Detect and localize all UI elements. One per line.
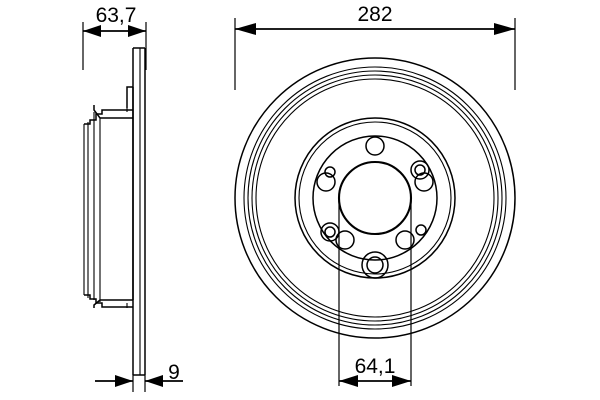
arrowhead-637-right — [128, 25, 146, 37]
dimension-overall-width: 63,7 — [83, 4, 146, 37]
disc-outer-edge — [234, 57, 516, 339]
threaded-hole-1 — [324, 166, 336, 178]
arrowhead-9-right — [145, 375, 163, 387]
disc-ring-4 — [255, 78, 495, 318]
cross-section-view — [82, 22, 147, 392]
hub-outer-circle — [294, 117, 456, 279]
hub-lower-shoulder — [93, 299, 133, 308]
arrowhead-641-left — [339, 375, 358, 387]
center-bore — [337, 160, 413, 236]
counterbore-2-inner — [324, 226, 336, 238]
dimension-plate-thickness: 9 — [95, 361, 183, 387]
dimension-label-center-bore: 64,1 — [355, 355, 396, 378]
arrowhead-637-left — [83, 25, 101, 37]
hub-stepped-face-top — [84, 109, 133, 125]
face-view — [234, 18, 516, 386]
lug-hole-1 — [365, 136, 385, 156]
arrowhead-282-right — [494, 23, 515, 35]
arrowhead-641-right — [392, 375, 411, 387]
counterbored-hole-3 — [361, 251, 389, 279]
counterbore-3-inner — [366, 256, 384, 274]
hat-top-step — [126, 86, 133, 108]
disc-ring-2 — [247, 70, 503, 326]
lug-hole-2 — [414, 172, 434, 192]
dimension-label-overall-width: 63,7 — [96, 4, 137, 27]
lug-hole-4 — [335, 230, 355, 250]
dimension-label-outer-diameter: 282 — [357, 3, 392, 26]
counterbore-1-outer — [410, 160, 430, 180]
hub-mounting-face — [312, 135, 438, 261]
lug-hole-5 — [316, 172, 336, 192]
hub-stepped-face-bottom — [84, 294, 133, 308]
hub-inner-ring — [298, 121, 452, 275]
disc-ring-1 — [243, 66, 507, 330]
counterbored-hole-1 — [410, 160, 430, 180]
disc-friction-ring-profile — [132, 47, 146, 376]
arrowhead-9-left — [115, 375, 133, 387]
counterbore-3-outer — [361, 251, 389, 279]
arrowhead-282-left — [235, 23, 256, 35]
dimension-label-plate-thickness: 9 — [168, 361, 180, 384]
threaded-hole-2 — [415, 224, 427, 236]
lug-hole-3 — [395, 230, 415, 250]
hub-hat-profile — [83, 86, 134, 308]
dimension-center-bore: 64,1 — [339, 355, 411, 387]
dimension-outer-diameter: 282 — [235, 3, 515, 35]
counterbore-1-inner — [414, 164, 426, 176]
disc-ring-3 — [251, 74, 499, 322]
